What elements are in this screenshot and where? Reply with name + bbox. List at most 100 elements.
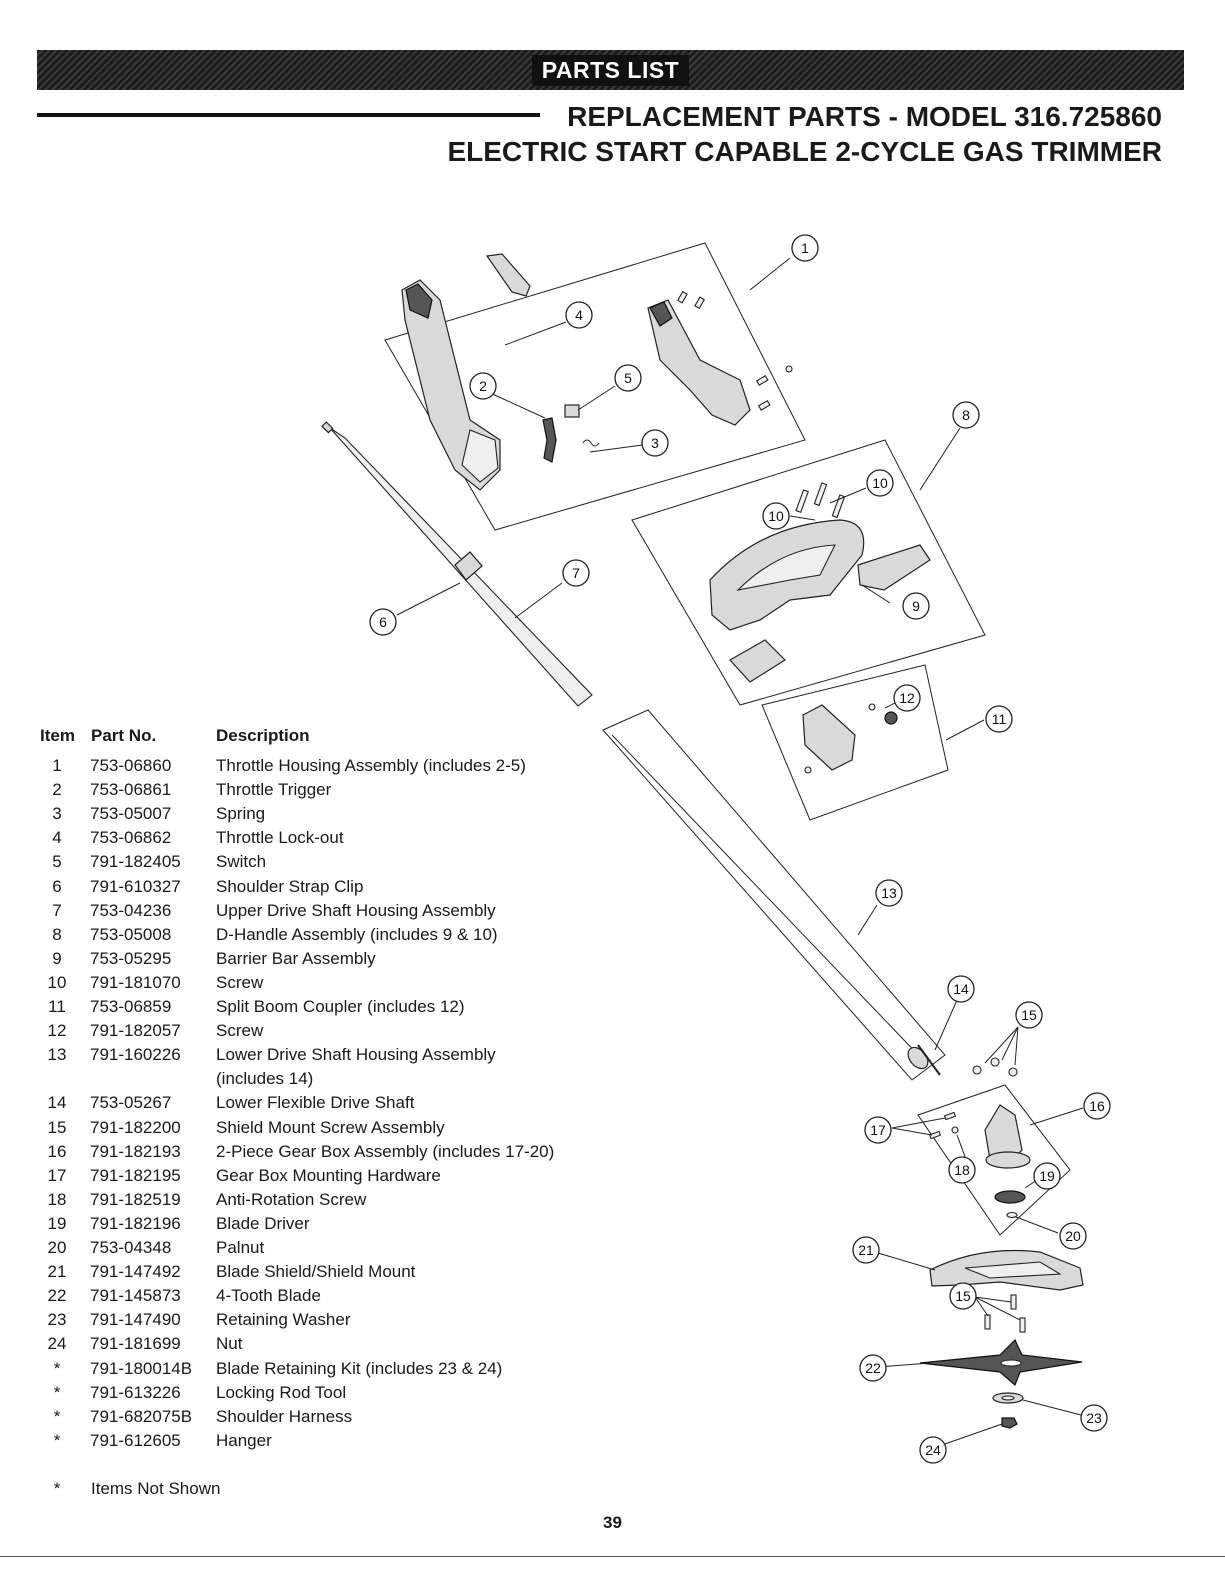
callout-12: 12 [893, 684, 921, 712]
title-rule [37, 113, 540, 117]
item-number: * [53, 1382, 61, 1402]
item-number: 24 [47, 1334, 67, 1354]
header-item: Item [40, 726, 75, 745]
part-description: Upper Drive Shaft Housing Assembly [216, 900, 496, 920]
housing-screws [677, 290, 793, 411]
svg-text:22: 22 [865, 1360, 881, 1376]
part-description: Palnut [216, 1238, 265, 1257]
barrier-bar-part [857, 544, 931, 591]
part-number: 753-06861 [90, 780, 172, 800]
part-number: 791-181699 [90, 1334, 181, 1354]
footnote-star: * [53, 1479, 61, 1498]
part-number: 791-147490 [90, 1310, 181, 1330]
part-description: Lower Drive Shaft Housing Assembly [216, 1045, 496, 1065]
page-number: 39 [603, 1513, 622, 1532]
item-number: 4 [52, 828, 62, 848]
svg-text:4: 4 [575, 307, 583, 323]
svg-text:19: 19 [1039, 1168, 1055, 1184]
item-number: 9 [52, 948, 62, 968]
svg-text:15: 15 [1021, 1007, 1037, 1023]
part-description: Blade Driver [216, 1213, 310, 1233]
svg-text:8: 8 [962, 407, 970, 423]
callout-19: 19 [1033, 1162, 1061, 1190]
part-number: 791-182405 [90, 852, 181, 872]
part-number: 753-05267 [90, 1093, 172, 1113]
gear-box-box [917, 1084, 1071, 1236]
footnote: * Items Not Shown [40, 1479, 221, 1499]
item-number: 17 [47, 1165, 67, 1185]
callout-1: 1 [791, 234, 819, 262]
upper-drive-shaft-part [321, 421, 593, 707]
item-number: * [53, 1430, 61, 1450]
header-part-no: Part No. [91, 726, 157, 745]
callout-14: 14 [947, 975, 975, 1003]
svg-text:6: 6 [379, 614, 387, 630]
throttle-lockout-part [485, 253, 531, 297]
part-number: 791-182195 [90, 1165, 181, 1185]
item-number: 7 [52, 900, 62, 920]
callout-4: 4 [565, 301, 593, 329]
svg-text:10: 10 [872, 475, 888, 491]
part-description: Hanger [216, 1430, 272, 1450]
part-description: Throttle Lock-out [216, 828, 344, 848]
throttle-trigger-part [542, 417, 557, 463]
svg-text:5: 5 [624, 370, 632, 386]
page-title: REPLACEMENT PARTS - MODEL 316.725860 [567, 101, 1162, 132]
callout-16: 16 [1083, 1092, 1111, 1120]
part-number: 791-610327 [90, 876, 181, 896]
callout-10b: 10 [762, 502, 790, 530]
item-number: 18 [47, 1189, 67, 1209]
callout-22: 22 [859, 1354, 887, 1382]
part-number: 753-04348 [90, 1238, 172, 1257]
item-number: 13 [47, 1045, 67, 1065]
d-handle-clamp-part [729, 639, 786, 683]
header-description: Description [216, 726, 310, 745]
callout-15b: 15 [949, 1282, 977, 1310]
part-description: Throttle Trigger [216, 780, 332, 800]
lower-drive-shaft-part [602, 709, 946, 1081]
callout-2: 2 [469, 372, 497, 400]
callout-15a: 15 [1015, 1001, 1043, 1029]
part-description: Shoulder Harness [216, 1406, 353, 1426]
part-description: Lower Flexible Drive Shaft [216, 1093, 415, 1113]
callout-11: 11 [985, 705, 1013, 733]
svg-text:14: 14 [953, 981, 969, 997]
switch-part [564, 404, 580, 418]
part-description: Throttle Housing Assembly (includes 2-5) [216, 756, 526, 775]
part-description: (includes 14) [216, 1069, 314, 1089]
item-number: 11 [48, 997, 66, 1016]
part-description: Shield Mount Screw Assembly [216, 1117, 445, 1137]
part-number: 753-05007 [90, 804, 172, 824]
part-number: 791-613226 [90, 1382, 181, 1402]
svg-text:23: 23 [1086, 1410, 1102, 1426]
callout-21: 21 [852, 1236, 880, 1264]
svg-text:20: 20 [1065, 1228, 1081, 1244]
nut-part [1001, 1417, 1018, 1429]
leader-lines [396, 257, 1084, 1446]
part-number: 791-180014B [90, 1358, 193, 1378]
svg-text:7: 7 [572, 565, 580, 581]
part-number: 791-612605 [90, 1430, 181, 1450]
item-number: 14 [47, 1093, 67, 1113]
item-number: 20 [47, 1238, 67, 1257]
svg-text:15: 15 [955, 1288, 971, 1304]
part-description: Shoulder Strap Clip [216, 876, 364, 896]
parts-list-banner: PARTS LIST [37, 50, 1184, 90]
part-number: 753-06859 [90, 997, 172, 1016]
part-description: Blade Retaining Kit (includes 23 & 24) [216, 1358, 503, 1378]
svg-text:21: 21 [858, 1242, 874, 1258]
item-number: 3 [52, 804, 62, 824]
banner-label: PARTS LIST [531, 54, 690, 86]
callout-13: 13 [875, 879, 903, 907]
shield-mount-screws-top [972, 1057, 1018, 1077]
part-description: Locking Rod Tool [216, 1382, 347, 1402]
part-number: 753-04236 [90, 900, 172, 920]
part-description: Screw [216, 972, 264, 992]
svg-text:2: 2 [479, 378, 487, 394]
svg-text:24: 24 [925, 1442, 941, 1458]
bottom-rule [0, 1556, 1225, 1557]
part-description: Screw [216, 1021, 264, 1041]
callouts: 1 2 3 4 5 6 7 8 10 10 9 11 12 13 14 15 1… [369, 234, 1111, 1464]
part-number: 791-182200 [90, 1117, 181, 1137]
part-number: 791-682075B [90, 1406, 193, 1426]
